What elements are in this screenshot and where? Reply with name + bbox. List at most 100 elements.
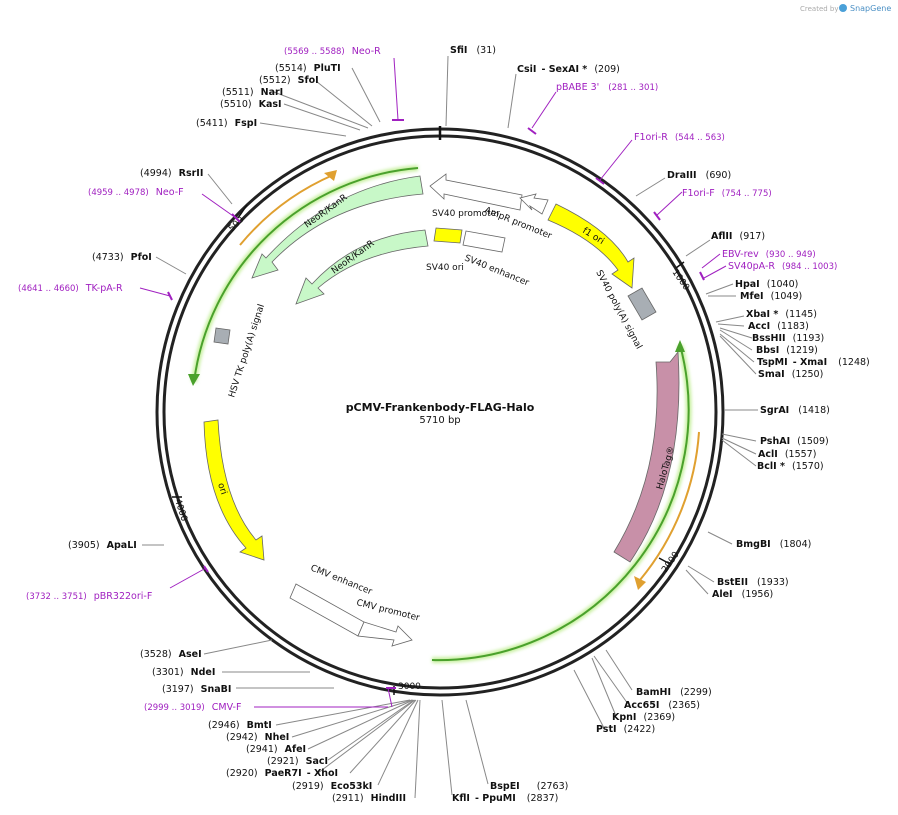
svg-text:BamHI (2299): BamHI (2299) [636,687,712,698]
svg-text:Acc65I (2365): Acc65I (2365) [624,700,700,711]
svg-text:BssHII (1193): BssHII (1193) [752,333,824,344]
enzyme-psti: PstI [596,724,617,735]
created-by-label: Created by [800,5,839,13]
svg-text:BspEI (2763): BspEI (2763) [490,781,568,792]
svg-text:BmgBI (1804): BmgBI (1804) [736,539,811,550]
svg-text:AflII (917): AflII (917) [711,231,765,242]
enzyme-paer7i: PaeR7I [265,768,302,779]
svg-text:(2942) NheI: (2942) NheI [226,732,289,743]
green-left-arrow-icon [188,374,200,386]
neor-outer-feature [251,175,424,279]
enzyme-pluti: PluTI [314,63,341,74]
svg-text:(2911) HindIII: (2911) HindIII [332,793,406,804]
cmv-enhancer-label: CMV enhancer [309,564,374,598]
enzyme-bsteii: BstEII [717,577,748,588]
enzyme-smai: SmaI [758,369,785,380]
svg-text:(3197) SnaBI: (3197) SnaBI [162,684,231,695]
enzyme-hindiii: HindIII [371,793,406,804]
enzyme-kasi: KasI [259,99,282,110]
svg-text:(3301) NdeI: (3301) NdeI [152,667,215,678]
svg-text:(3905) ApaLI: (3905) ApaLI [68,540,137,551]
primer-sv40pa-r: SV40pA-R (984 .. 1003) [728,261,837,272]
svg-text:AclI (1557): AclI (1557) [758,449,816,460]
svg-text:(5510) KasI: (5510) KasI [220,99,282,110]
svg-text:(4994) RsrII: (4994) RsrII [140,168,203,179]
primer-f1ori-f: F1ori-F (754 .. 775) [682,188,772,199]
map-size: 5710 bp [419,415,460,426]
svg-text:CsiI - SexAI * (209): CsiI - SexAI * (209) [517,64,620,75]
enzyme-tspmi: TspMI [757,357,788,368]
primer-ebv-rev: EBV-rev (930 .. 949) [722,249,816,260]
orange-left-track [239,174,334,246]
sv40-ori-feature [433,227,463,244]
enzyme-pshai: PshAI [760,436,790,447]
orange-right-arrow-icon [634,576,646,590]
green-right-track [431,344,690,662]
enzyme-bbsi: BbsI [756,345,779,356]
sv40-promoter-label: SV40 promoter [432,209,500,219]
svg-text:PstI (2422): PstI (2422) [596,724,655,735]
svg-text:(5512) SfoI: (5512) SfoI [259,75,319,86]
enzyme-nari: NarI [261,87,284,98]
enzyme-alei: AleI [712,589,733,600]
primer-cmv-f: (2999 .. 3019) CMV-F [144,702,241,713]
svg-text:KpnI (2369): KpnI (2369) [612,712,675,723]
sv40-ori-label: SV40 ori [426,263,464,273]
svg-text:SmaI (1250): SmaI (1250) [758,369,823,380]
enzyme-fspi: FspI [235,118,257,129]
enzyme-bmti: BmtI [247,720,272,731]
svg-text:SgrAI (1418): SgrAI (1418) [760,405,830,416]
enzyme-xbai: XbaI * [746,309,778,320]
svg-text:AleI (1956): AleI (1956) [712,589,773,600]
enzyme-acc65i: Acc65I [624,700,659,711]
primer-f1ori-r: F1ori-R (544 .. 563) [634,132,725,143]
svg-text:TspMI - XmaI (1248): TspMI - XmaI (1248) [757,357,870,368]
enzyme-sgrai: SgrAI [760,405,789,416]
svg-text:DraIII (690): DraIII (690) [667,170,731,181]
ori-label: ori [215,482,228,496]
halotag-feature [613,350,680,563]
svg-text:PshAI (1509): PshAI (1509) [760,436,829,447]
svg-text:3000: 3000 [398,682,421,692]
ori-feature [203,419,265,561]
orange-left-arrow-icon [324,170,337,181]
svg-text:BclI * (1570): BclI * (1570) [757,461,824,472]
svg-text:HpaI (1040): HpaI (1040) [735,279,798,290]
svg-text:AccI (1183): AccI (1183) [748,321,809,332]
enzyme-mfei: MfeI [740,291,764,302]
svg-text:SfiI (31): SfiI (31) [450,45,496,56]
svg-text:(5411) FspI: (5411) FspI [196,118,257,129]
enzyme-bspei: BspEI [490,781,520,792]
enzyme-bamhi: BamHI [636,687,671,698]
enzyme-bmgbi: BmgBI [736,539,771,550]
enzyme-bcli: BclI * [757,461,785,472]
svg-text:(2921) SacI: (2921) SacI [267,756,328,767]
svg-text:(2920) PaeR7I - XhoI: (2920) PaeR7I - XhoI [226,768,338,779]
enzyme-draiii: DraIII [667,170,697,181]
enzyme-xhoi: - XhoI [307,768,338,779]
enzyme-ppumi: - PpuMI [475,793,516,804]
svg-text:(2946) BmtI: (2946) BmtI [208,720,272,731]
sv40-enhancer-feature [462,230,506,253]
connector-lines [142,55,758,799]
enzyme-sfii: SfiI [450,45,467,56]
svg-text:KflI - PpuMI (2837): KflI - PpuMI (2837) [452,793,558,804]
orange-right-track [639,431,700,581]
svg-text:(5511) NarI: (5511) NarI [222,87,283,98]
enzyme-eco53ki: Eco53kI [331,781,373,792]
enzyme-acci: AccI [748,321,770,332]
primer-neo-r: (5569 .. 5588) Neo-R [284,46,381,57]
svg-text:(4733) PfoI: (4733) PfoI [92,252,152,263]
enzyme-rsrii: RsrII [179,168,204,179]
sv40-polya-feature [627,287,657,321]
ampr-small-feature [519,193,549,215]
svg-text:(3528) AseI: (3528) AseI [140,649,202,660]
enzyme-apali: ApaLI [107,540,137,551]
snapgene-logo-icon [839,4,847,12]
enzyme-saci: SacI [306,756,328,767]
cmv-enhancer-feature [289,583,365,637]
enzyme-kpni: KpnI [612,712,636,723]
enzyme-nhei: NheI [265,732,290,743]
enzyme-afei: AfeI [285,744,306,755]
